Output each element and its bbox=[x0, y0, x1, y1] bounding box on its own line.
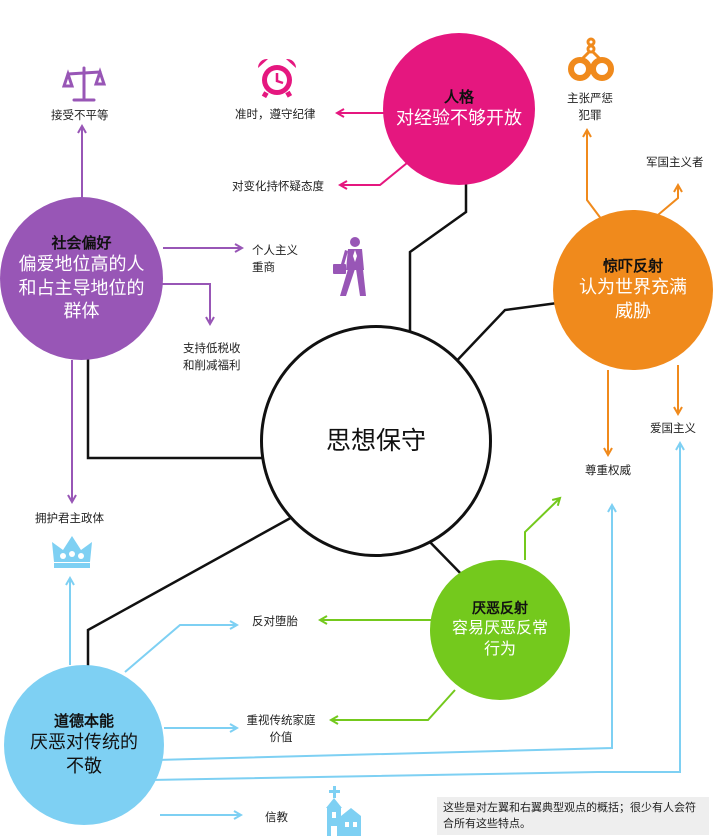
social-subtitle-line1: 偏爱地位高的人 bbox=[18, 254, 145, 276]
label-low-taxes-line2: 和削减福利 bbox=[183, 357, 241, 372]
social-subtitle-line3: 群体 bbox=[63, 300, 100, 322]
social-title: 社会偏好 bbox=[51, 233, 112, 252]
disgust-title: 厌恶反射 bbox=[472, 601, 528, 618]
social-subtitle-line2: 和占主导地位的 bbox=[18, 277, 145, 299]
label-low-taxes: 支持低税收 和削减福利 bbox=[183, 340, 241, 373]
center-title: 思想保守 bbox=[325, 425, 426, 455]
startle-subtitle-line1: 认为世界充满 bbox=[579, 277, 687, 299]
label-strict-punishment-line1: 主张严惩 bbox=[567, 91, 613, 105]
label-militarist: 军国主义者 bbox=[646, 155, 704, 169]
moral-subtitle-line1: 厌恶对传统的 bbox=[30, 732, 138, 754]
connector-moral bbox=[86, 508, 306, 668]
moral-title: 道德本能 bbox=[53, 711, 114, 730]
startle-arrows bbox=[587, 130, 678, 455]
center-connectors bbox=[86, 182, 566, 668]
label-anti-abortion: 反对堕胎 bbox=[252, 614, 298, 628]
startle-reflex-node: 惊吓反射 认为世界充满 威胁 bbox=[553, 210, 713, 370]
disgust-arrows bbox=[320, 498, 560, 720]
label-individualism-line1: 个人主义 bbox=[252, 243, 298, 257]
disgust-subtitle-line2: 行为 bbox=[483, 639, 516, 659]
disgust-subtitle-line1: 容易厌恶反常 bbox=[451, 618, 548, 638]
social-arrows bbox=[72, 126, 242, 502]
businessman-icon bbox=[333, 237, 366, 296]
startle-subtitle-line2: 威胁 bbox=[615, 300, 651, 322]
moral-arrows bbox=[70, 443, 680, 815]
label-family-values: 重视传统家庭 价值 bbox=[243, 712, 319, 745]
label-suspicious-change: 对变化持怀疑态度 bbox=[232, 179, 324, 193]
label-religion: 信教 bbox=[265, 810, 288, 824]
alarm-clock-icon bbox=[257, 58, 297, 98]
label-individualism-line2: 重商 bbox=[252, 259, 275, 274]
connector-social bbox=[86, 358, 262, 460]
label-monarchy: 拥护君主政体 bbox=[35, 511, 104, 525]
label-patriotism: 爱国主义 bbox=[650, 421, 696, 435]
church-icon bbox=[326, 786, 361, 836]
crown-icon bbox=[52, 536, 92, 568]
personality-node: 人格 对经验不够开放 bbox=[383, 33, 535, 185]
connector-startle bbox=[447, 300, 566, 371]
social-preferences-node: 社会偏好 偏爱地位高的人 和占主导地位的 群体 bbox=[0, 197, 163, 360]
label-punctual: 准时，遵守纪律 bbox=[235, 107, 316, 121]
moral-subtitle-line2: 不敬 bbox=[66, 755, 102, 777]
label-family-values-line1: 重视传统家庭 bbox=[246, 713, 316, 727]
label-respect-authority: 尊重权威 bbox=[585, 463, 631, 477]
personality-arrows bbox=[337, 113, 408, 185]
connector-personality bbox=[408, 182, 468, 340]
startle-title: 惊吓反射 bbox=[602, 256, 663, 275]
disgust-reflex-node: 厌恶反射 容易厌恶反常 行为 bbox=[430, 560, 570, 700]
personality-subtitle: 对经验不够开放 bbox=[396, 108, 522, 130]
label-low-taxes-line1: 支持低税收 bbox=[183, 341, 241, 355]
scales-icon bbox=[62, 66, 106, 102]
label-family-values-line2: 价值 bbox=[269, 729, 293, 744]
label-strict-punishment-line2: 犯罪 bbox=[578, 107, 602, 122]
label-strict-punishment: 主张严惩 犯罪 bbox=[566, 90, 614, 123]
moral-instinct-node: 道德本能 厌恶对传统的 不敬 bbox=[4, 665, 164, 825]
center-node: 思想保守 bbox=[260, 325, 492, 557]
handcuffs-icon bbox=[568, 37, 614, 81]
personality-title: 人格 bbox=[443, 87, 474, 106]
label-individualism: 个人主义 重商 bbox=[252, 242, 298, 275]
footnote: 这些是对左翼和右翼典型观点的概括；很少有人会符合所有这些特点。 bbox=[437, 797, 709, 835]
label-accept-inequality: 接受不平等 bbox=[51, 108, 109, 122]
